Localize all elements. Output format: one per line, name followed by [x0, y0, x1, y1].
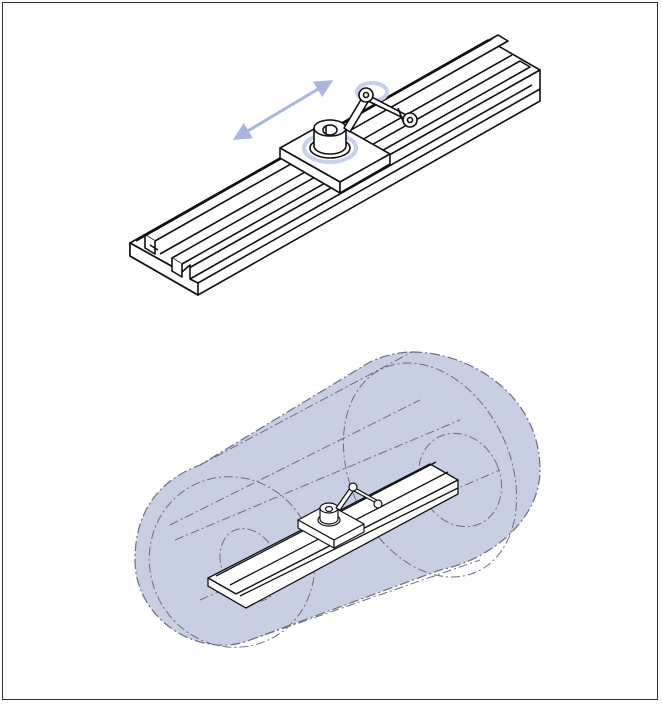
- top-panel: [129, 34, 541, 296]
- motion-arrow: [232, 80, 334, 140]
- bottom-panel: [134, 351, 541, 648]
- mini-slider: [297, 482, 383, 549]
- linkage-arm: [343, 87, 418, 133]
- envelope-capsule: [134, 351, 541, 646]
- follower-post: [309, 119, 351, 159]
